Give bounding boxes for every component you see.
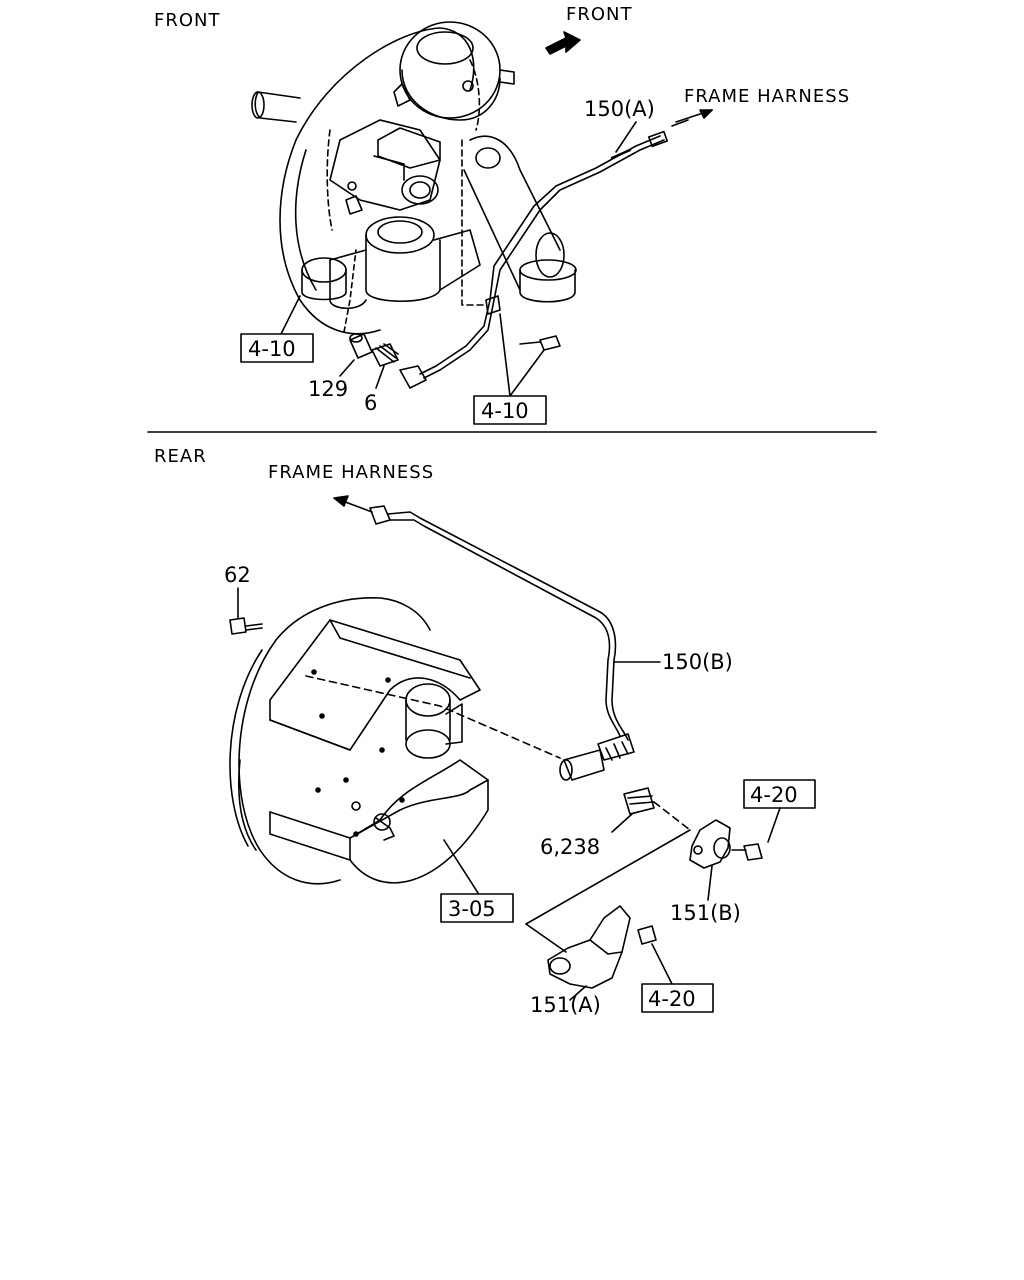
ref-box-4-20-top <box>743 779 816 809</box>
ref-label-3-05: 3-05 <box>448 897 496 921</box>
leader-6-238 <box>611 813 633 833</box>
ref-box-4-10-left <box>240 333 314 363</box>
part-label-6-238: 6,238 <box>540 835 600 859</box>
front-frame-harness-arrow-icon <box>699 109 713 119</box>
leader-3-05 <box>443 839 481 897</box>
leader-4-20-bottom <box>651 943 673 985</box>
rear-harness-150b <box>369 505 635 781</box>
ref-label-4-20-top: 4-20 <box>750 783 798 807</box>
ref-label-4-10-bottom: 4-10 <box>481 399 529 423</box>
rear-brake-drum-assembly <box>229 597 561 885</box>
rear-bracket-151b <box>689 819 763 869</box>
rear-frame-harness-arrow-icon <box>333 495 349 507</box>
rear-section: REAR FRAME HARNESS <box>154 446 816 1017</box>
leader-4-20-top <box>767 807 781 843</box>
ref-box-3-05 <box>440 893 514 923</box>
front-frame-harness-label: FRAME HARNESS <box>684 86 850 107</box>
part-label-129: 129 <box>308 377 348 401</box>
rear-bracket-151a <box>525 829 691 989</box>
front-direction-arrow-icon <box>545 31 581 55</box>
ref-label-4-20-bottom: 4-20 <box>648 987 696 1011</box>
leader-151b <box>707 865 713 901</box>
part-label-6: 6 <box>364 391 377 415</box>
front-sensor-parts <box>343 249 561 367</box>
part-label-150a: 150(A) <box>584 97 655 121</box>
rear-bolt-62 <box>229 587 263 635</box>
ref-label-4-10-left: 4-10 <box>248 337 296 361</box>
leader-150a <box>615 121 637 153</box>
front-knuckle-assembly <box>251 21 577 335</box>
rear-section-label: REAR <box>154 446 207 467</box>
leader-151a <box>569 985 587 1001</box>
front-direction-label: FRONT <box>566 4 633 25</box>
leader-4-10-left <box>279 295 301 337</box>
leader-6 <box>375 365 385 389</box>
leader-4-10-bottom <box>499 313 545 397</box>
part-label-151b: 151(B) <box>670 901 741 925</box>
part-label-151a: 151(A) <box>530 993 601 1017</box>
rear-sensor-bushing <box>623 787 691 831</box>
rear-frame-harness-label: FRAME HARNESS <box>268 462 434 483</box>
ref-box-4-10-bottom <box>473 395 547 425</box>
front-section-label: FRONT <box>154 10 221 31</box>
part-label-150b: 150(B) <box>662 650 733 674</box>
ref-box-4-20-bottom <box>641 983 714 1013</box>
part-label-62: 62 <box>224 563 251 587</box>
front-harness-150a <box>399 119 689 389</box>
leader-129 <box>339 359 355 377</box>
front-section: FRONT FRONT <box>154 4 850 425</box>
